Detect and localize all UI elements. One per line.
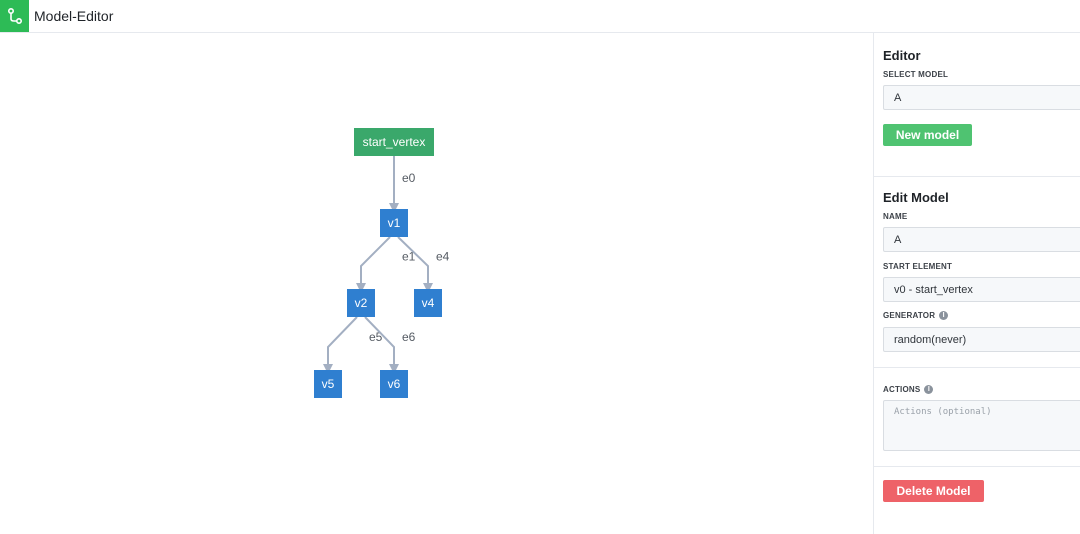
edge-label-e1[interactable]: e1 (402, 250, 416, 264)
vertex-v4[interactable]: v4 (414, 289, 442, 317)
select-model-dropdown[interactable]: A (883, 85, 1080, 110)
generator-info-icon[interactable]: i (939, 311, 949, 320)
generator-label-row: GENERATOR i (883, 311, 949, 320)
top-bar: Model-Editor (0, 0, 1080, 33)
generator-label: GENERATOR (883, 311, 936, 320)
vertex-label-v6: v6 (388, 377, 401, 391)
start-element-label: START ELEMENT (883, 262, 953, 271)
actions-info-icon[interactable]: i (924, 385, 934, 394)
edge-e5[interactable] (323, 316, 358, 374)
generator-input[interactable]: random(never) (883, 327, 1080, 352)
vertex-box-start_vertex[interactable] (354, 128, 434, 156)
actions-label-row: ACTIONS i (883, 385, 934, 394)
select-model-label: SELECT MODEL (883, 70, 949, 79)
vertex-label-v2: v2 (355, 296, 368, 310)
section-divider (874, 367, 1080, 368)
edge-e1[interactable] (356, 236, 391, 293)
side-panel: Editor SELECT MODEL A New model Edit Mod… (873, 33, 1080, 534)
graph-svg[interactable]: e0 e1 e4 e5 e6 start_vertex v1 v2 v4 v5 v6 (0, 33, 873, 534)
name-label: NAME (883, 212, 908, 221)
new-model-button[interactable]: New model (883, 124, 972, 146)
vertex-label-v4: v4 (422, 296, 435, 310)
edge-label-e4[interactable]: e4 (436, 250, 450, 264)
vertex-box-v2[interactable] (347, 289, 375, 317)
vertex-box-v5[interactable] (314, 370, 342, 398)
actions-label: ACTIONS (883, 385, 921, 394)
section-divider (874, 176, 1080, 177)
editor-title: Editor (883, 48, 921, 63)
edit-model-title: Edit Model (883, 190, 949, 205)
vertex-v2[interactable]: v2 (347, 289, 375, 317)
edge-label-e5[interactable]: e5 (369, 330, 383, 344)
vertex-label-v5: v5 (322, 377, 335, 391)
actions-textarea[interactable]: Actions (optional) (883, 400, 1080, 451)
vertex-label-start_vertex: start_vertex (363, 135, 426, 149)
edge-label-e0[interactable]: e0 (402, 171, 416, 185)
git-branch-logo-icon (0, 0, 29, 32)
app-title: Model-Editor (34, 8, 114, 24)
vertex-label-v1: v1 (388, 216, 401, 230)
start-element-select[interactable]: v0 - start_vertex (883, 277, 1080, 302)
vertex-start_vertex[interactable]: start_vertex (354, 128, 434, 156)
name-input[interactable]: A (883, 227, 1080, 252)
section-divider (874, 466, 1080, 467)
edge-label-e6[interactable]: e6 (402, 330, 416, 344)
vertex-v1[interactable]: v1 (380, 209, 408, 237)
edge-e6[interactable] (364, 316, 399, 374)
edge-e4[interactable] (397, 236, 433, 293)
vertex-v6[interactable]: v6 (380, 370, 408, 398)
vertex-box-v4[interactable] (414, 289, 442, 317)
vertex-box-v6[interactable] (380, 370, 408, 398)
vertex-v5[interactable]: v5 (314, 370, 342, 398)
graph-canvas[interactable]: e0 e1 e4 e5 e6 start_vertex v1 v2 v4 v5 v6 (0, 33, 873, 534)
delete-model-button[interactable]: Delete Model (883, 480, 984, 502)
vertex-box-v1[interactable] (380, 209, 408, 237)
